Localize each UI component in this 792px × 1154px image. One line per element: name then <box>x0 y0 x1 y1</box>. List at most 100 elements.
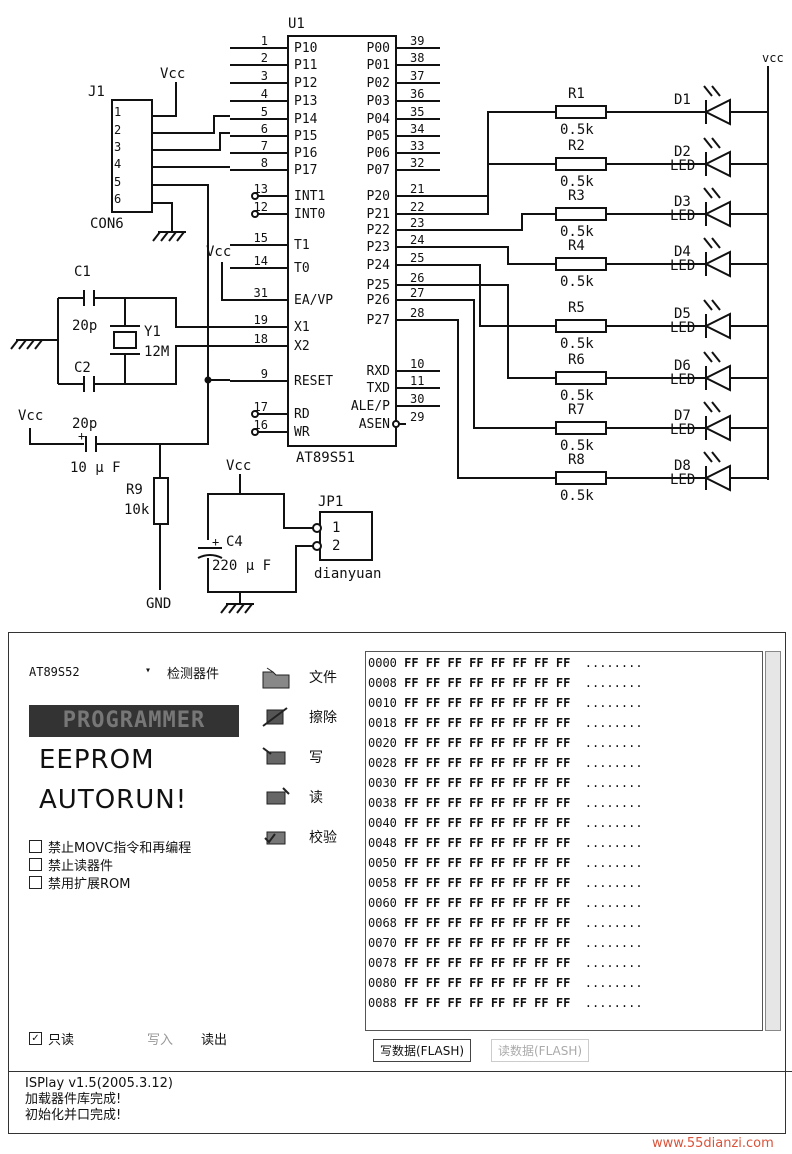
pin-number: 1 <box>261 34 268 48</box>
readonly-toggle[interactable]: ✓只读 <box>29 1029 74 1048</box>
hex-address: 0088 <box>368 996 405 1010</box>
detect-device-button[interactable]: 检测器件 <box>167 667 220 682</box>
hex-bytes[interactable]: FF FF FF FF FF FF FF FF <box>404 936 585 950</box>
hex-row[interactable]: 0050 FF FF FF FF FF FF FF FF ........ <box>368 856 643 870</box>
hex-bytes[interactable]: FF FF FF FF FF FF FF FF <box>404 916 585 930</box>
resistor-r3 <box>555 207 607 221</box>
write-flash-button[interactable]: 写 <box>249 737 353 777</box>
pin-number: 12 <box>254 200 268 214</box>
pin-bubble <box>251 410 259 418</box>
hex-row[interactable]: 0068 FF FF FF FF FF FF FF FF ........ <box>368 916 643 930</box>
option-disable-movc[interactable]: 禁止MOVC指令和再编程 <box>29 837 191 856</box>
hex-bytes[interactable]: FF FF FF FF FF FF FF FF <box>404 756 585 770</box>
read-flash-button[interactable]: 读 <box>249 777 353 817</box>
checkbox[interactable] <box>29 876 42 889</box>
pin-name: P05 <box>367 129 390 144</box>
led-ref: D8 <box>674 458 691 474</box>
pin-number: 39 <box>410 34 424 48</box>
option-disable-ext-rom[interactable]: 禁用扩展ROM <box>29 873 130 892</box>
hex-bytes[interactable]: FF FF FF FF FF FF FF FF <box>404 876 585 890</box>
hex-address: 0008 <box>368 676 405 690</box>
checkbox[interactable]: ✓ <box>29 1032 42 1045</box>
hex-bytes[interactable]: FF FF FF FF FF FF FF FF <box>404 796 585 810</box>
hex-row[interactable]: 0028 FF FF FF FF FF FF FF FF ........ <box>368 756 643 770</box>
led-label: LED <box>670 422 695 438</box>
vcc-label: Vcc <box>206 244 231 260</box>
y1-ref: Y1 <box>144 324 161 340</box>
led-ref: D1 <box>674 92 691 108</box>
jp1-pin <box>312 541 322 551</box>
hex-bytes[interactable]: FF FF FF FF FF FF FF FF <box>404 676 585 690</box>
hex-bytes[interactable]: FF FF FF FF FF FF FF FF <box>404 996 585 1010</box>
hex-row[interactable]: 0010 FF FF FF FF FF FF FF FF ........ <box>368 696 643 710</box>
hex-bytes[interactable]: FF FF FF FF FF FF FF FF <box>404 696 585 710</box>
file-button[interactable]: 文件 <box>249 657 353 697</box>
hex-address: 0080 <box>368 976 405 990</box>
wire <box>440 111 556 197</box>
pin-name: P07 <box>367 163 390 178</box>
u1-part: AT89S51 <box>296 450 355 466</box>
j1-wire <box>152 132 230 151</box>
hex-bytes[interactable]: FF FF FF FF FF FF FF FF <box>404 856 585 870</box>
hex-bytes[interactable]: FF FF FF FF FF FF FF FF <box>404 776 585 790</box>
hex-bytes[interactable]: FF FF FF FF FF FF FF FF <box>404 976 585 990</box>
pin-name: INT0 <box>294 207 325 222</box>
hex-editor[interactable]: 0000 FF FF FF FF FF FF FF FF ........ 000… <box>365 651 763 1031</box>
hex-row[interactable]: 0038 FF FF FF FF FF FF FF FF ........ <box>368 796 643 810</box>
hex-address: 0010 <box>368 696 405 710</box>
hex-row[interactable]: 0000 FF FF FF FF FF FF FF FF ........ <box>368 656 643 670</box>
hex-row[interactable]: 0058 FF FF FF FF FF FF FF FF ........ <box>368 876 643 890</box>
hex-bytes[interactable]: FF FF FF FF FF FF FF FF <box>404 736 585 750</box>
ground-icon <box>10 339 19 350</box>
hex-row[interactable]: 0088 FF FF FF FF FF FF FF FF ........ <box>368 996 643 1010</box>
chip-select[interactable]: AT89S52 <box>29 665 80 679</box>
option-disable-read[interactable]: 禁止读器件 <box>29 855 113 874</box>
tab-read-flash[interactable]: 读数据(FLASH) <box>491 1039 590 1062</box>
hex-bytes[interactable]: FF FF FF FF FF FF FF FF <box>404 956 585 970</box>
hex-row[interactable]: 0008 FF FF FF FF FF FF FF FF ........ <box>368 676 643 690</box>
verify-button[interactable]: 校验 <box>249 817 353 857</box>
pin-name: P04 <box>367 112 391 127</box>
resistor-value: 0.5k <box>560 488 594 504</box>
hex-bytes[interactable]: FF FF FF FF FF FF FF FF <box>404 656 585 670</box>
pin-number: 35 <box>410 105 424 119</box>
write-button[interactable]: 写入 <box>147 1033 174 1048</box>
pin-number: 30 <box>410 392 424 406</box>
hex-row[interactable]: 0078 FF FF FF FF FF FF FF FF ........ <box>368 956 643 970</box>
hex-ascii: ........ <box>584 996 643 1010</box>
pin-name: P21 <box>367 207 390 222</box>
scrollbar[interactable] <box>765 651 781 1031</box>
schematic-wires <box>10 35 769 614</box>
j1-pin-number: 2 <box>114 123 121 137</box>
log-line: 加载器件库完成! <box>25 1092 122 1107</box>
ground-icon <box>176 231 185 242</box>
hex-bytes[interactable]: FF FF FF FF FF FF FF FF <box>404 836 585 850</box>
led-arrow <box>711 187 721 199</box>
resistor-ref: R3 <box>568 188 585 204</box>
pin-number: 28 <box>410 306 424 320</box>
hex-bytes[interactable]: FF FF FF FF FF FF FF FF <box>404 716 585 730</box>
checkbox[interactable] <box>29 858 42 871</box>
hex-row[interactable]: 0060 FF FF FF FF FF FF FF FF ........ <box>368 896 643 910</box>
hex-row[interactable]: 0018 FF FF FF FF FF FF FF FF ........ <box>368 716 643 730</box>
hex-row[interactable]: 0070 FF FF FF FF FF FF FF FF ........ <box>368 936 643 950</box>
button-label: 文件 <box>309 670 337 686</box>
erase-button[interactable]: 擦除 <box>249 697 353 737</box>
hex-bytes[interactable]: FF FF FF FF FF FF FF FF <box>404 816 585 830</box>
hex-row[interactable]: 0048 FF FF FF FF FF FF FF FF ........ <box>368 836 643 850</box>
hex-row[interactable]: 0040 FF FF FF FF FF FF FF FF ........ <box>368 816 643 830</box>
hex-row[interactable]: 0080 FF FF FF FF FF FF FF FF ........ <box>368 976 643 990</box>
led-d1 <box>703 98 731 126</box>
j1-reset-wire <box>152 184 209 440</box>
hex-row[interactable]: 0020 FF FF FF FF FF FF FF FF ........ <box>368 736 643 750</box>
tab-write-flash[interactable]: 写数据(FLASH) <box>373 1039 472 1062</box>
hex-bytes[interactable]: FF FF FF FF FF FF FF FF <box>404 896 585 910</box>
wire <box>240 545 314 593</box>
hex-row[interactable]: 0030 FF FF FF FF FF FF FF FF ........ <box>368 776 643 790</box>
led-arrow <box>703 237 713 249</box>
led-d6 <box>703 364 731 392</box>
chevron-down-icon[interactable]: ▾ <box>145 665 152 676</box>
readout-button[interactable]: 读出 <box>201 1033 228 1048</box>
button-label: 读 <box>309 790 323 806</box>
checkbox[interactable] <box>29 840 42 853</box>
